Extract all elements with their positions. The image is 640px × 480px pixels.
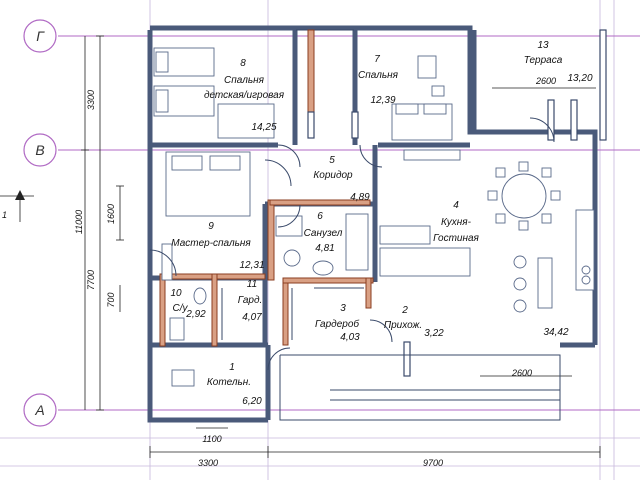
svg-text:12,39: 12,39 <box>370 95 395 106</box>
dim-3300-left: 3300 <box>86 90 96 110</box>
axis-marker-a: А <box>23 393 57 427</box>
dim-living-2600: 2600 <box>511 368 532 378</box>
axis-marker-g: Г <box>23 19 57 53</box>
svg-text:детская/игровая: детская/игровая <box>204 90 285 101</box>
axis-marker-v: В <box>23 133 57 167</box>
svg-text:12,31: 12,31 <box>239 260 264 271</box>
svg-text:5: 5 <box>329 155 335 166</box>
svg-text:7: 7 <box>374 54 380 65</box>
svg-text:Прихож.: Прихож. <box>384 320 422 331</box>
dim-terrace-2600: 2600 <box>535 76 556 86</box>
left-dimensions: 3300 11000 7700 1600 700 <box>74 35 124 411</box>
axis-a-label: А <box>34 402 44 418</box>
bar-stools <box>513 255 553 313</box>
room-9: 9 Мастер-спальня 12,31 <box>171 221 264 271</box>
svg-text:Гард.: Гард. <box>238 295 263 306</box>
section-mark: 1 <box>0 190 34 222</box>
room-7: 7 Спальня 12,39 <box>358 54 399 106</box>
room-6: 6 Санузел 4,81 <box>304 211 343 254</box>
dim-7700: 7700 <box>86 270 96 290</box>
room-5: 5 Коридор 4,89 <box>313 155 370 203</box>
lower-outline <box>279 354 561 421</box>
svg-text:2,92: 2,92 <box>185 309 206 320</box>
svg-text:8: 8 <box>240 58 246 69</box>
dim-700: 700 <box>106 292 116 307</box>
svg-text:Спальня: Спальня <box>224 75 265 86</box>
axis-v-label: В <box>35 142 44 158</box>
svg-text:14,25: 14,25 <box>251 122 276 133</box>
bed-children-room <box>153 47 275 139</box>
dim-9700: 9700 <box>423 458 443 468</box>
svg-text:Гостиная: Гостиная <box>433 233 479 244</box>
svg-text:2: 2 <box>401 305 408 316</box>
svg-text:11: 11 <box>247 279 257 290</box>
svg-text:6: 6 <box>317 211 323 222</box>
svg-text:9: 9 <box>208 221 214 232</box>
svg-text:Мастер-спальня: Мастер-спальня <box>171 238 251 249</box>
svg-text:Гардероб: Гардероб <box>315 318 359 330</box>
svg-text:4,07: 4,07 <box>242 312 262 323</box>
bed-master <box>161 151 251 281</box>
svg-text:1: 1 <box>229 362 235 373</box>
outer-walls <box>147 25 598 423</box>
bottom-dimensions: 3300 9700 1100 <box>149 427 601 468</box>
svg-text:13: 13 <box>537 40 549 51</box>
room-4: 4 Кухня- Гостиная 34,42 <box>433 200 569 338</box>
svg-text:3,22: 3,22 <box>424 328 444 339</box>
dim-1100: 1100 <box>202 434 221 444</box>
svg-text:4: 4 <box>453 200 459 211</box>
svg-text:Коридор: Коридор <box>313 170 353 181</box>
dim-1600: 1600 <box>106 204 116 224</box>
svg-text:Кухня-: Кухня- <box>441 217 472 228</box>
wardrobe-shelves <box>221 287 364 340</box>
boiler <box>171 369 195 387</box>
room-13: 13 Терраса 13,20 <box>524 40 593 84</box>
room-2: 2 Прихож. 3,22 <box>384 305 444 339</box>
axis-g-label: Г <box>36 28 45 44</box>
bathroom-fixtures <box>169 213 369 341</box>
bed-bedroom <box>391 55 453 141</box>
room-1: 1 Котельн. 6,20 <box>207 362 262 407</box>
svg-text:6,20: 6,20 <box>242 396 262 407</box>
doors <box>149 111 555 377</box>
room-3: 3 Гардероб 4,03 <box>315 303 360 343</box>
section-mark-label: 1 <box>2 210 7 220</box>
svg-text:34,42: 34,42 <box>543 327 568 338</box>
svg-text:4,89: 4,89 <box>350 192 370 203</box>
room-10: 10 С/у 2,92 <box>170 288 206 320</box>
svg-text:Спальня: Спальня <box>358 70 399 81</box>
svg-text:3: 3 <box>340 303 346 314</box>
partitions <box>159 29 374 347</box>
svg-text:13,20: 13,20 <box>567 73 592 84</box>
dining-table <box>487 161 561 231</box>
svg-text:4,81: 4,81 <box>315 243 334 254</box>
dim-11000: 11000 <box>74 210 84 234</box>
dim-3300-bottom: 3300 <box>198 458 218 468</box>
svg-text:Санузел: Санузел <box>304 228 343 239</box>
svg-text:С/у: С/у <box>173 303 189 314</box>
terrace-structure: 2600 <box>492 29 607 141</box>
svg-text:10: 10 <box>170 288 182 299</box>
svg-text:Терраса: Терраса <box>524 55 563 66</box>
living-dimension: 2600 <box>480 368 572 378</box>
wardrobe-bedroom <box>403 149 461 161</box>
kitchen-counter <box>379 209 595 291</box>
svg-text:Котельн.: Котельн. <box>207 377 251 388</box>
svg-text:4,03: 4,03 <box>340 332 360 343</box>
room-11: 11 Гард. 4,07 <box>238 279 263 323</box>
room-8: 8 Спальня детская/игровая 14,25 <box>204 58 285 133</box>
